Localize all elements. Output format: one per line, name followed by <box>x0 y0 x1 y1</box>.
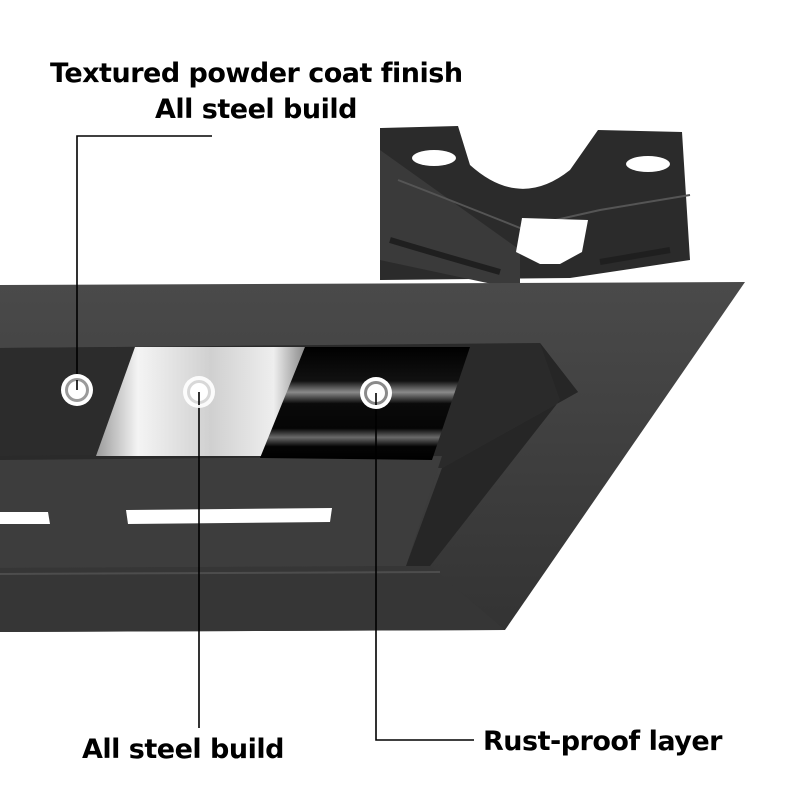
callout-bottom-left: All steel build <box>82 734 284 765</box>
callout-top-line2: All steel build <box>155 94 357 125</box>
callout-top-line1: Textured powder coat finish <box>50 58 463 89</box>
bottom-right-callout-line <box>375 393 474 741</box>
callout-lines <box>76 135 474 741</box>
step-slots <box>0 508 332 524</box>
mounting-bracket <box>380 126 691 290</box>
top-callout-line <box>76 135 212 390</box>
callout-bottom-right: Rust-proof layer <box>483 726 722 757</box>
marker-line-stubs <box>76 380 377 405</box>
